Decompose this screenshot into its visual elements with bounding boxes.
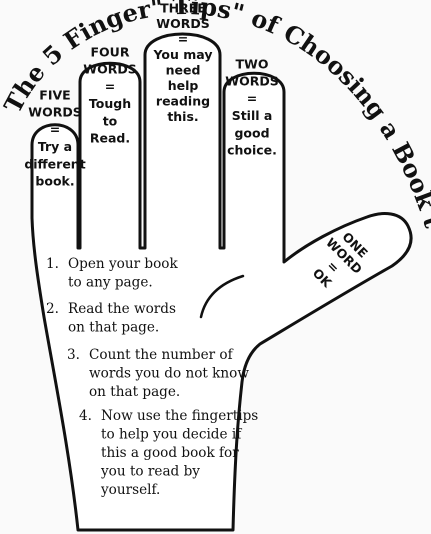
step-1-number: 1.	[46, 256, 59, 272]
finger-ring-label-line: to	[103, 113, 118, 128]
step-4-line: you to read by	[100, 464, 200, 480]
finger-index-label-line: =	[247, 91, 257, 106]
step-3-number: 3.	[67, 347, 80, 363]
finger-ring-label-line: Read.	[90, 131, 130, 146]
finger-middle-label-line: this.	[167, 109, 198, 124]
step-3-line: on that page.	[89, 384, 180, 400]
finger-middle-label-line: reading	[156, 93, 210, 108]
finger-middle-label-line: =	[178, 31, 188, 46]
step-4-number: 4.	[79, 408, 92, 424]
hand-outline	[30, 32, 413, 532]
finger-middle-label-line: You may	[153, 47, 213, 62]
finger-index-label-line: TWO	[236, 57, 269, 72]
step-2-number: 2.	[46, 301, 59, 317]
finger-pinky-label-line: =	[50, 122, 60, 137]
step-4-line: yourself.	[100, 482, 160, 498]
step-3-line: Count the number of	[89, 347, 234, 363]
step-1-line: Open your book	[68, 256, 178, 272]
finger-middle-label-line: help	[168, 78, 199, 93]
finger-index: TWO WORDS = Still a good choice.	[225, 57, 278, 158]
step-2: 2. Read the words on that page.	[46, 301, 176, 336]
thumb-crease	[199, 274, 245, 319]
finger-index-label-line: Still a	[232, 108, 273, 123]
instruction-list: 1. Open your book to any page. 2. Read the w…	[46, 256, 258, 498]
finger-pinky-label-line: FIVE	[39, 88, 70, 103]
step-2-line: on that page.	[68, 320, 159, 336]
step-4-line: Now use the fingertips	[101, 408, 258, 424]
finger-index-label-line: good	[234, 125, 269, 140]
finger-index-label-line: choice.	[227, 143, 277, 158]
step-4: 4. Now use the fingertips to help you deci…	[79, 408, 258, 498]
step-1: 1. Open your book to any page.	[46, 256, 178, 291]
finger-pinky-label-line: WORDS	[28, 105, 81, 120]
step-3: 3. Count the number of words you do not kn…	[67, 347, 249, 400]
step-4-line: this a good book for	[101, 445, 239, 461]
step-3-line: words you do not know	[89, 366, 249, 382]
finger-pinky: FIVE WORDS = Try a different book.	[24, 88, 85, 189]
step-4-line: to help you decide if	[101, 427, 242, 443]
finger-middle-label-line: WORDS	[156, 16, 209, 31]
finger-ring-label-line: =	[105, 79, 115, 94]
finger-middle-label-line: need	[166, 62, 201, 77]
finger-pinky-label-line: Try a	[38, 139, 72, 154]
finger-ring-label-line: FOUR	[91, 45, 130, 60]
finger-pinky-label-line: book.	[35, 174, 74, 189]
finger-middle-label-line: THREE	[160, 0, 206, 15]
step-2-line: Read the words	[68, 301, 176, 317]
finger-ring-label-line: WORDS	[83, 62, 136, 77]
step-1-line: to any page.	[68, 275, 153, 291]
finger-pinky-label-line: different	[24, 156, 85, 171]
finger-index-label-line: WORDS	[225, 74, 278, 89]
finger-ring-label-line: Tough	[89, 96, 131, 111]
